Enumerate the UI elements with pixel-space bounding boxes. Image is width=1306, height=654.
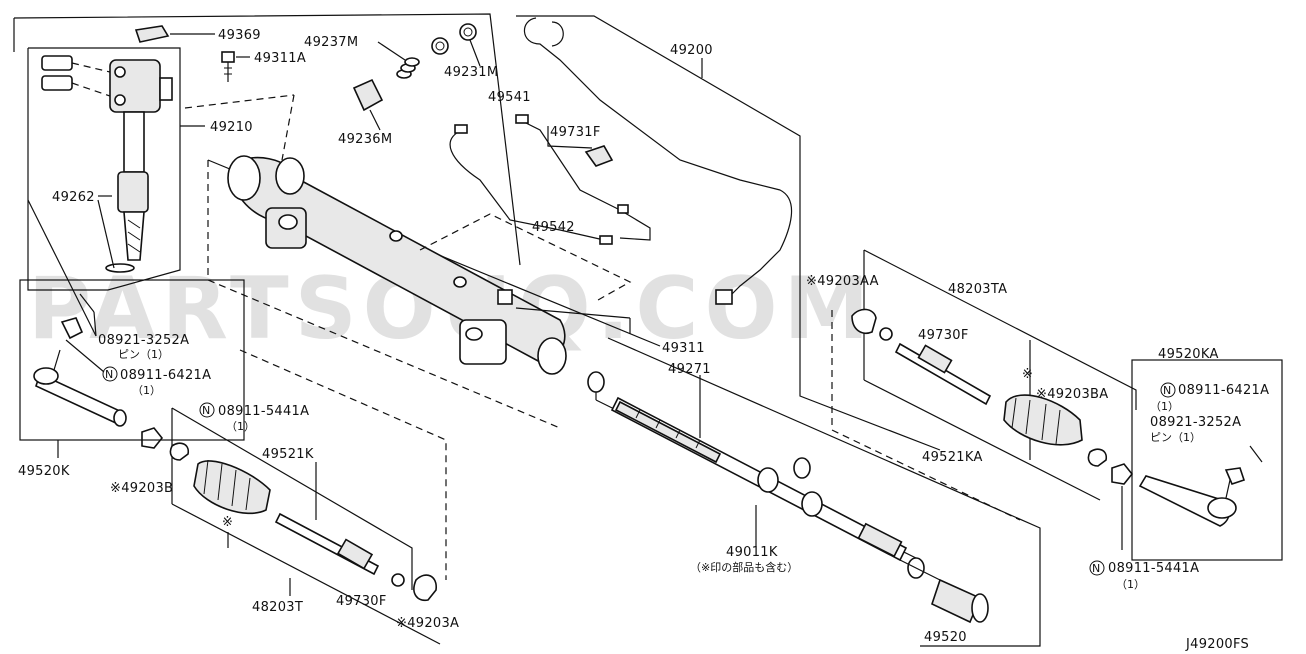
tube-49542 (449, 129, 605, 241)
label-08911-5441A-right: 08911-5441A (1108, 561, 1199, 576)
label-08911-6421A-left: 08911-6421A (120, 368, 211, 383)
clip-49731F (584, 145, 614, 167)
inner-tie-rod-right (894, 342, 992, 406)
nut-left (141, 427, 164, 449)
pinion-shaft (117, 111, 149, 261)
rack-group-frame-top (13, 13, 521, 266)
washer-49730F-left (391, 573, 405, 587)
label-pin-left: ピン（1） (118, 348, 169, 361)
svg-text:N: N (1163, 384, 1171, 397)
rack-group-frame-right (516, 15, 941, 451)
bolt-49311A (221, 51, 235, 82)
outer-tie-rod-end-left (33, 317, 127, 427)
nut-right (1111, 463, 1134, 485)
label-49200: 49200 (670, 43, 713, 58)
seals-49231M (431, 23, 477, 55)
label-49011K-note: （※印の部品も含む） (690, 560, 798, 574)
label-qty-right-1: （1） (1150, 400, 1179, 413)
rack-end-bushing (931, 578, 989, 624)
boot-right (1003, 394, 1083, 446)
clamp-49203A (413, 574, 437, 602)
label-49203BA: ※49203BA (1036, 387, 1108, 402)
label-08911-6421A-right: 08911-6421A (1178, 383, 1269, 398)
label-49262: 49262 (52, 190, 95, 205)
clamp-49203BA (1087, 448, 1108, 467)
rack-housing (227, 155, 567, 375)
valve-cap (134, 25, 170, 43)
label-49271: 49271 (668, 362, 711, 377)
label-49730F-left: 49730F (336, 594, 387, 609)
n-marker-right-2 (1089, 560, 1105, 576)
diagram-code: J49200FS (1185, 637, 1249, 652)
label-49520: 49520 (924, 630, 967, 645)
label-49210: 49210 (210, 120, 253, 135)
label-49231M: 49231M (444, 65, 498, 80)
tie-rod-end-left-frame (19, 279, 245, 441)
label-qty-right-2: （1） (1116, 578, 1145, 591)
tie-rod-end-right-frame (1131, 359, 1283, 561)
star-mark-left: ※ (222, 515, 233, 530)
label-49541: 49541 (488, 90, 531, 105)
label-49520K: 49520K (18, 464, 70, 479)
washer-49730F-right (879, 327, 893, 341)
boot-left (193, 459, 271, 515)
label-49236M: 49236M (338, 132, 392, 147)
star-mark-right: ※ (1022, 367, 1033, 382)
label-48203TA: 48203TA (948, 282, 1007, 297)
label-49011K: 49011K (726, 545, 778, 560)
label-qty-left-2: （1） (226, 420, 255, 433)
rack-seal-right (793, 457, 811, 479)
clamp-49203B (169, 442, 190, 461)
n-marker-right-1 (1160, 382, 1176, 398)
clamp-49203AA (851, 308, 877, 334)
bushing-49236M (352, 78, 384, 112)
svg-text:N: N (202, 404, 210, 417)
label-49311A: 49311A (254, 51, 306, 66)
oil-seal-ring (105, 263, 135, 273)
svg-text:N: N (1092, 562, 1100, 575)
label-49237M: 49237M (304, 35, 358, 50)
spring-49237M (396, 57, 420, 79)
n-marker-left-1 (102, 366, 118, 382)
label-49731F: 49731F (550, 125, 601, 140)
svg-text:N: N (105, 368, 113, 381)
label-48203T: 48203T (252, 600, 303, 615)
valve-housing (41, 55, 173, 113)
label-qty-left-1: （1） (132, 384, 161, 397)
n-marker-left-2 (199, 402, 215, 418)
label-49520KA: 49520KA (1158, 347, 1219, 362)
label-49203A: ※49203A (396, 616, 459, 631)
label-49521KA: 49521KA (922, 450, 983, 465)
label-08911-5441A-left: 08911-5441A (218, 404, 309, 419)
label-49521K: 49521K (262, 447, 314, 462)
pipe-49200 (523, 17, 793, 301)
rack-seal-left (587, 371, 605, 393)
label-49730F-right: 49730F (918, 328, 969, 343)
label-49542: 49542 (532, 220, 575, 235)
label-49203AA: ※49203AA (806, 274, 879, 289)
rack-bar (610, 396, 908, 562)
outer-tie-rod-end-right (1138, 467, 1246, 527)
inner-tie-rod-left (274, 512, 380, 576)
label-49203B: ※49203B (110, 481, 173, 496)
label-08921-3252A-left: 08921-3252A (98, 333, 189, 348)
label-49311: 49311 (662, 341, 705, 356)
label-08921-3252A-right: 08921-3252A (1150, 415, 1241, 430)
label-49369: 49369 (218, 28, 261, 43)
label-pin-right: ピン（1） (1150, 431, 1201, 444)
